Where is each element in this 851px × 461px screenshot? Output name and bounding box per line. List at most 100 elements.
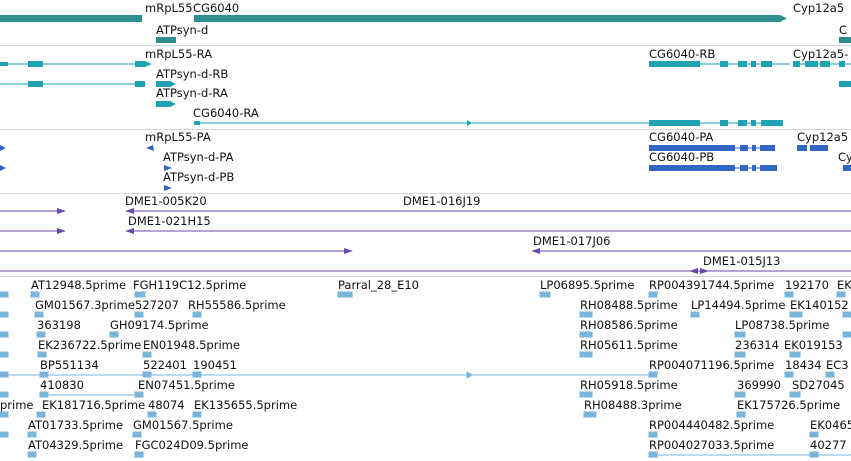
est-glyph[interactable] [337,291,353,298]
transcript-exon[interactable] [194,121,200,125]
est-glyph[interactable] [648,371,658,378]
est-glyph[interactable] [132,431,142,438]
est-glyph[interactable] [734,391,746,398]
transcript-exon[interactable] [738,120,747,126]
est-glyph[interactable] [583,411,597,418]
transcript-exon[interactable] [839,81,851,87]
est-glyph[interactable] [579,331,593,338]
gene-mRpL55-glyph[interactable] [0,15,142,22]
protein-glyph[interactable] [0,165,6,171]
est-glyph[interactable] [0,371,9,378]
protein-glyph[interactable] [752,165,756,171]
est-glyph[interactable] [142,351,152,358]
est-glyph[interactable] [192,311,202,318]
protein-glyph[interactable] [797,145,807,151]
est-glyph[interactable] [30,291,40,298]
est-glyph[interactable] [134,291,146,298]
est-glyph[interactable] [539,291,551,298]
est-glyph[interactable] [789,351,801,358]
est-glyph[interactable] [789,311,803,318]
transcript-exon[interactable] [156,81,170,87]
clone-arrow[interactable] [57,228,66,234]
protein-glyph[interactable] [810,145,828,151]
est-glyph[interactable] [648,451,658,458]
est-glyph[interactable] [142,371,152,378]
est-glyph[interactable] [809,431,819,438]
est-glyph[interactable] [579,351,593,358]
est-glyph[interactable] [36,331,46,338]
est-glyph[interactable] [134,311,144,318]
transcript-exon[interactable] [720,61,728,67]
est-glyph[interactable] [789,391,801,398]
est-glyph[interactable] [784,291,794,298]
est-glyph[interactable] [36,411,46,418]
est-glyph[interactable] [27,451,37,458]
transcript-exon[interactable] [156,101,170,107]
transcript-exon[interactable] [649,120,700,126]
est-glyph[interactable] [809,451,819,458]
clone-arrow[interactable] [125,228,134,234]
transcript-exon[interactable] [751,120,756,126]
transcript-exon[interactable] [135,61,145,67]
est-glyph[interactable] [734,331,746,338]
clone-arrow[interactable] [344,248,353,254]
est-glyph[interactable] [0,331,9,338]
protein-glyph[interactable] [760,165,777,171]
transcript-exon[interactable] [820,61,830,67]
clone-arrow[interactable] [689,268,698,274]
transcript-exon[interactable] [28,61,43,67]
protein-glyph[interactable] [164,165,172,171]
transcript-exon[interactable] [751,61,756,67]
est-glyph[interactable] [579,391,593,398]
clone-arrow[interactable] [125,208,134,214]
protein-glyph[interactable] [0,145,6,151]
clone-arrow[interactable] [57,208,66,214]
est-glyph[interactable] [784,371,794,378]
est-glyph[interactable] [736,411,746,418]
protein-glyph[interactable] [649,145,735,151]
est-glyph[interactable] [0,411,9,418]
transcript-exon[interactable] [28,81,43,87]
gene-CG6040-glyph[interactable] [194,15,780,22]
transcript-exon[interactable] [649,61,700,67]
clone-arrow[interactable] [531,248,540,254]
est-glyph[interactable] [39,391,49,398]
est-glyph[interactable] [0,291,9,298]
protein-glyph[interactable] [752,145,756,151]
est-glyph[interactable] [836,291,846,298]
protein-glyph[interactable] [146,145,154,151]
protein-glyph[interactable] [740,165,748,171]
est-glyph[interactable] [0,311,9,318]
est-glyph[interactable] [648,291,658,298]
est-glyph[interactable] [109,331,119,338]
est-glyph[interactable] [134,391,144,398]
est-glyph[interactable] [825,371,835,378]
transcript-exon[interactable] [720,120,728,126]
transcript-exon[interactable] [761,120,783,126]
est-glyph[interactable] [842,311,851,318]
est-glyph[interactable] [648,431,658,438]
est-glyph[interactable] [734,351,746,358]
est-glyph[interactable] [27,431,37,438]
est-glyph[interactable] [690,311,700,318]
clone-arrow[interactable] [700,268,709,274]
est-glyph[interactable] [842,331,851,338]
transcript-exon[interactable] [738,61,747,67]
protein-glyph[interactable] [843,165,851,171]
est-glyph[interactable] [34,311,44,318]
transcript-exon[interactable] [135,81,145,87]
protein-glyph[interactable] [649,165,735,171]
protein-glyph[interactable] [164,185,172,191]
transcript-exon[interactable] [761,61,772,67]
transcript-exon[interactable] [0,62,8,66]
est-glyph[interactable] [37,351,47,358]
est-glyph[interactable] [0,391,9,398]
est-glyph[interactable] [192,371,202,378]
transcript-exon[interactable] [793,61,800,67]
transcript-exon[interactable] [805,61,818,67]
est-glyph[interactable] [0,431,9,438]
est-glyph[interactable] [192,411,202,418]
gene-Cyp12a5-glyph[interactable] [839,37,851,43]
est-glyph[interactable] [134,451,144,458]
gene-ATPsyn-d-glyph[interactable] [156,37,176,43]
